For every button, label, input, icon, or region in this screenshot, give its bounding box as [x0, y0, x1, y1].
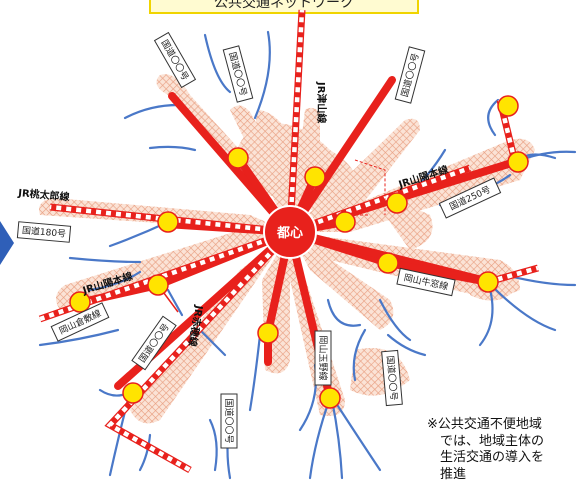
road-label-r11: 国道〇〇号	[220, 393, 238, 449]
city-center-label: 都心	[276, 225, 303, 241]
svg-text:国道180号: 国道180号	[21, 224, 66, 240]
stop-node	[507, 151, 529, 173]
rail-lines	[38, 9, 539, 474]
title-banner: 公共交通ネットワーク	[149, 0, 419, 14]
stop-node	[334, 211, 356, 233]
stop-node	[69, 291, 91, 313]
stop-node	[122, 382, 144, 404]
inconvenient-area-note: ※公共交通不便地域 では、地域主体の 生活交通の導入を 推進	[427, 417, 577, 483]
stop-node	[319, 387, 341, 409]
svg-text:国道〇〇号: 国道〇〇号	[223, 398, 235, 443]
note-line-2: では、地域主体の	[440, 433, 545, 449]
road-label-r5: 国道180号	[16, 221, 72, 243]
road-label-r2: 国道〇〇号	[222, 45, 254, 103]
stop-nodes	[69, 95, 529, 409]
rail-label-momotaro: JR桃太郎線	[17, 186, 70, 204]
title-banner-text: 公共交通ネットワーク	[214, 0, 354, 11]
note-line-3: 生活交通の導入を	[440, 450, 545, 465]
road-label-r6: 岡山牛窓線	[396, 267, 456, 297]
note-line-1: ※公共交通不便地域	[427, 417, 542, 432]
svg-text:岡山玉野線: 岡山玉野線	[317, 335, 329, 380]
stop-node	[147, 274, 169, 296]
city-center-node: 都心	[263, 205, 317, 259]
road-label-r9: 岡山玉野線	[314, 330, 332, 386]
stop-node	[257, 322, 279, 344]
stop-node	[497, 95, 519, 117]
svg-text:国道〇〇号: 国道〇〇号	[384, 355, 400, 401]
stop-node	[227, 147, 249, 169]
stop-node	[386, 192, 408, 214]
side-arrow-icon	[0, 221, 14, 265]
road-label-r10: 国道〇〇号	[381, 349, 403, 407]
stop-node	[304, 166, 326, 188]
rail-label-tsuyama: JR津山線	[315, 81, 328, 123]
stop-node	[377, 252, 399, 274]
stop-node	[157, 211, 179, 233]
road-label-r3: 国道〇〇号	[394, 46, 426, 104]
note-line-4: 推進	[440, 466, 467, 482]
stop-node	[477, 271, 499, 293]
